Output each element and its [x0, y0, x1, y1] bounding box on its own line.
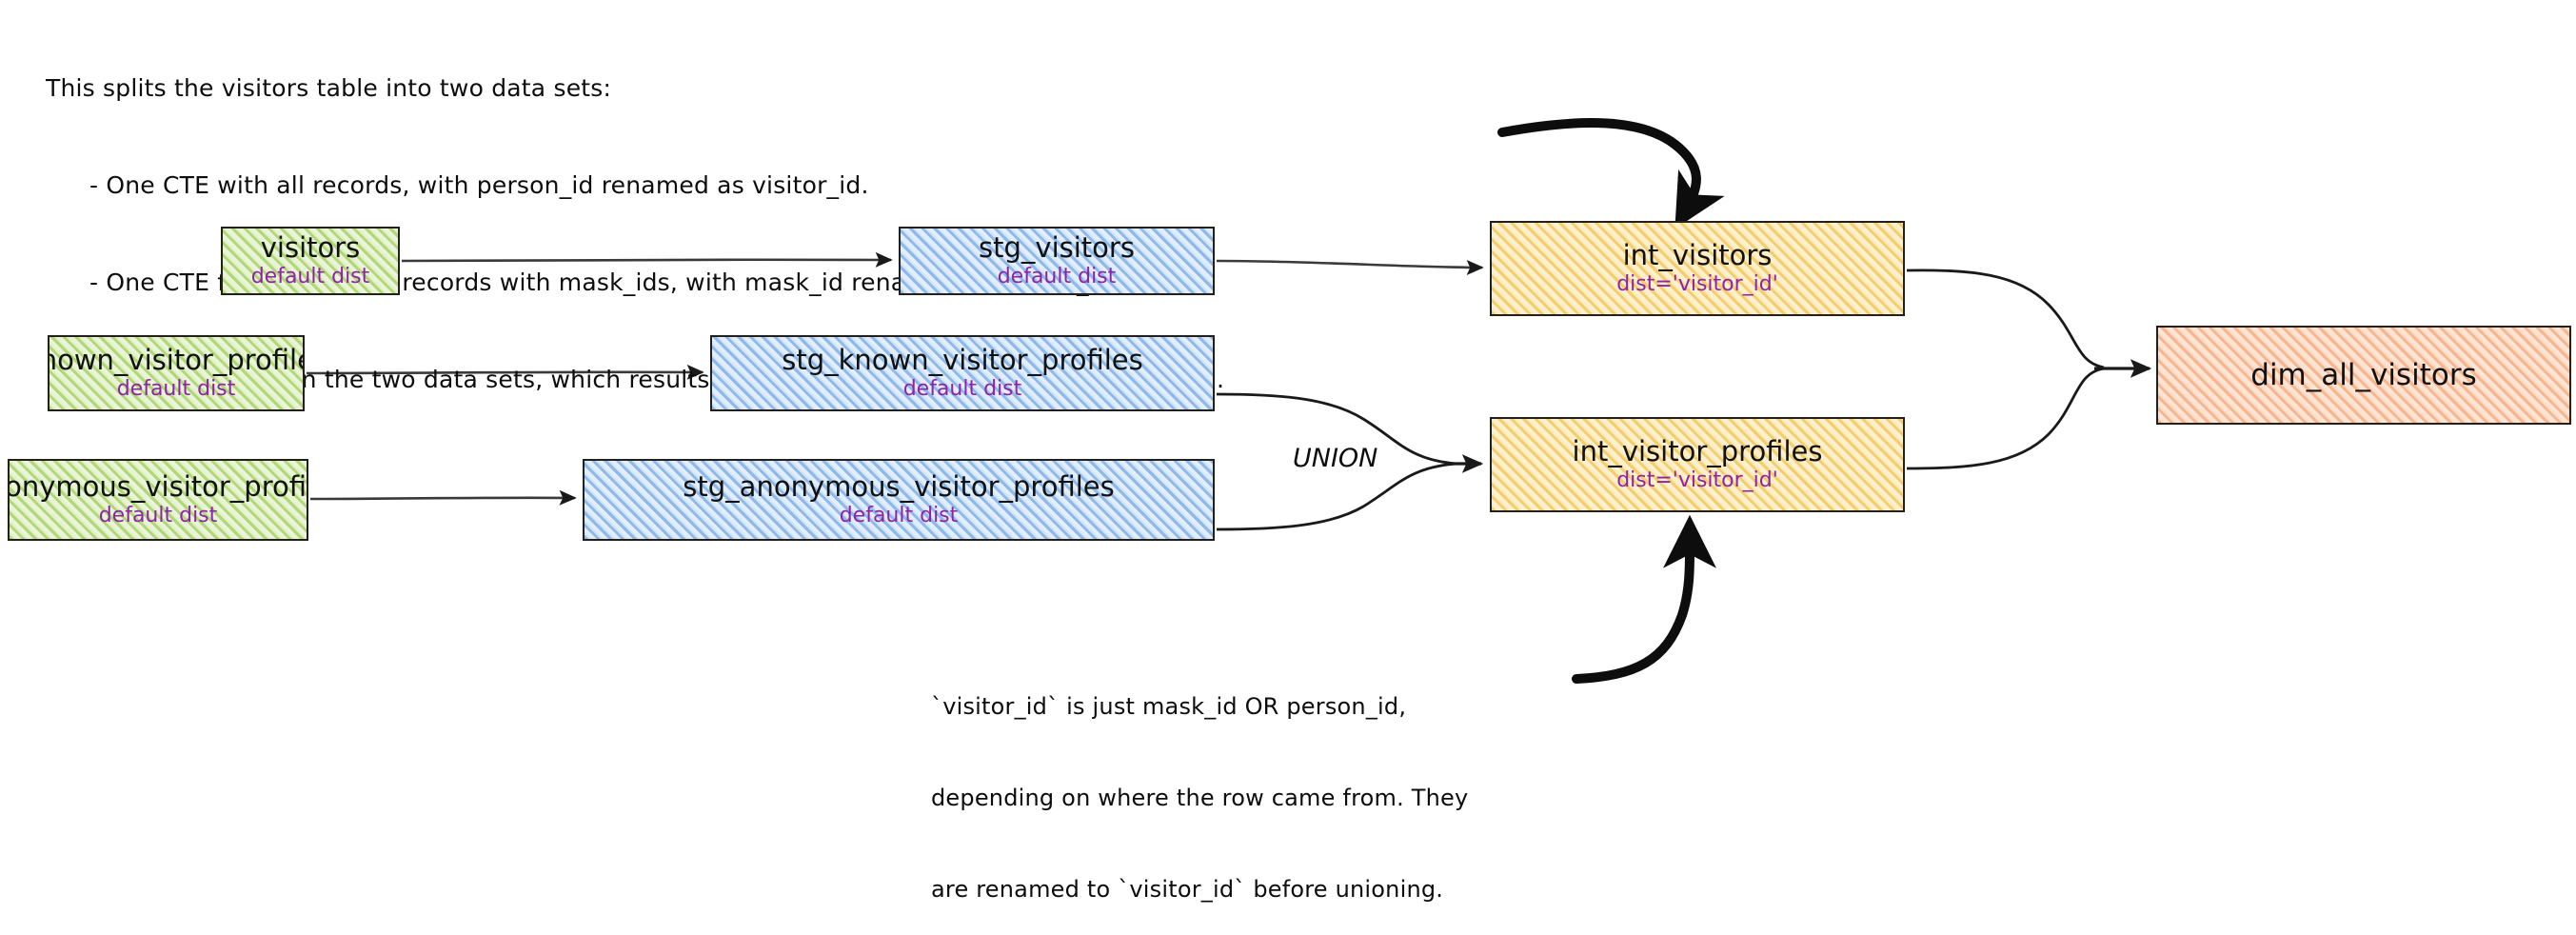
node-int-visitor-profiles-title: int_visitor_profiles [1572, 434, 1823, 468]
hatch-fill-blue [712, 337, 1213, 409]
callout-arrow-bottom-note-to-int-visitor-profiles [1572, 514, 1717, 684]
edge-stg-visitors-to-int-visitors [1216, 259, 1484, 276]
top-annotation-bullet-1: - One CTE with all records, with person_… [89, 171, 869, 199]
edge-known-to-stg-known [306, 364, 704, 380]
bottom-annotation-line-1: `visitor_id` is just mask_id OR person_i… [931, 693, 1407, 720]
hatch-fill-yellow [1492, 419, 1903, 510]
node-stg-anonymous-visitor-profiles-title: stg_anonymous_visitor_profiles [683, 469, 1115, 503]
hatch-fill-yellow [1492, 223, 1903, 314]
node-known-visitor-profiles[interactable]: known_visitor_profiles default dist [48, 335, 305, 411]
node-anonymous-visitor-profiles-title: anonymous_visitor_profiles [10, 469, 307, 503]
bottom-annotation-text: `visitor_id` is just mask_id OR person_i… [931, 630, 1468, 935]
node-stg-visitors-title: stg_visitors [979, 230, 1135, 264]
node-stg-visitors-dist: default dist [997, 265, 1117, 289]
hatch-fill-green [50, 337, 303, 409]
node-known-visitor-profiles-dist: default dist [116, 377, 236, 402]
hatch-fill-blue [901, 229, 1213, 293]
node-stg-anonymous-visitor-profiles-dist: default dist [839, 504, 959, 528]
node-dim-all-visitors-title: dim_all_visitors [2250, 357, 2477, 392]
node-int-visitors-dist: dist='visitor_id' [1616, 272, 1778, 297]
edge-anonymous-to-stg-anonymous [309, 489, 577, 506]
edge-stg-known-to-int-visitor-profiles [1216, 392, 1457, 466]
node-int-visitors[interactable]: int_visitors dist='visitor_id' [1490, 221, 1905, 316]
diagram-canvas [306, 118, 2152, 684]
edge-visitors-to-stg-visitors [401, 251, 893, 268]
top-annotation-lead: This splits the visitors table into two … [46, 74, 612, 102]
node-int-visitors-title: int_visitors [1622, 238, 1773, 271]
node-anonymous-visitor-profiles-dist: default dist [98, 504, 218, 528]
node-stg-anonymous-visitor-profiles[interactable]: stg_anonymous_visitor_profiles default d… [583, 459, 1215, 541]
union-edge-label: UNION [1293, 444, 1378, 473]
node-int-visitor-profiles[interactable]: int_visitor_profiles dist='visitor_id' [1490, 417, 1905, 512]
hatch-fill-blue [585, 461, 1213, 539]
edge-int-visitors-to-dim-all-visitors [1906, 269, 2105, 369]
node-visitors-title: visitors [260, 230, 361, 264]
node-known-visitor-profiles-title: known_visitor_profiles [50, 343, 303, 376]
callout-arrow-top-note-to-int-visitors [1497, 118, 1725, 229]
node-stg-known-visitor-profiles-dist: default dist [902, 377, 1022, 402]
bottom-annotation-line-3: are renamed to `visitor_id` before union… [931, 876, 1444, 903]
hatch-fill-green [10, 461, 307, 539]
node-dim-all-visitors[interactable]: dim_all_visitors [2156, 326, 2571, 425]
bottom-annotation-line-2: depending on where the row came from. Th… [931, 785, 1469, 811]
edge-int-visitor-profiles-to-dim-all-visitors [1906, 367, 2105, 470]
node-visitors-dist: default dist [250, 265, 370, 289]
hatch-fill-green [223, 229, 398, 293]
node-int-visitor-profiles-dist: dist='visitor_id' [1616, 468, 1778, 493]
node-stg-known-visitor-profiles-title: stg_known_visitor_profiles [782, 343, 1143, 376]
node-stg-known-visitor-profiles[interactable]: stg_known_visitor_profiles default dist [710, 335, 1215, 411]
node-anonymous-visitor-profiles[interactable]: anonymous_visitor_profiles default dist [8, 459, 308, 541]
node-stg-visitors[interactable]: stg_visitors default dist [899, 227, 1215, 295]
hatch-fill-salmon [2158, 328, 2569, 423]
node-visitors[interactable]: visitors default dist [221, 227, 400, 295]
edge-stg-anonymous-to-int-visitor-profiles [1216, 462, 1457, 531]
